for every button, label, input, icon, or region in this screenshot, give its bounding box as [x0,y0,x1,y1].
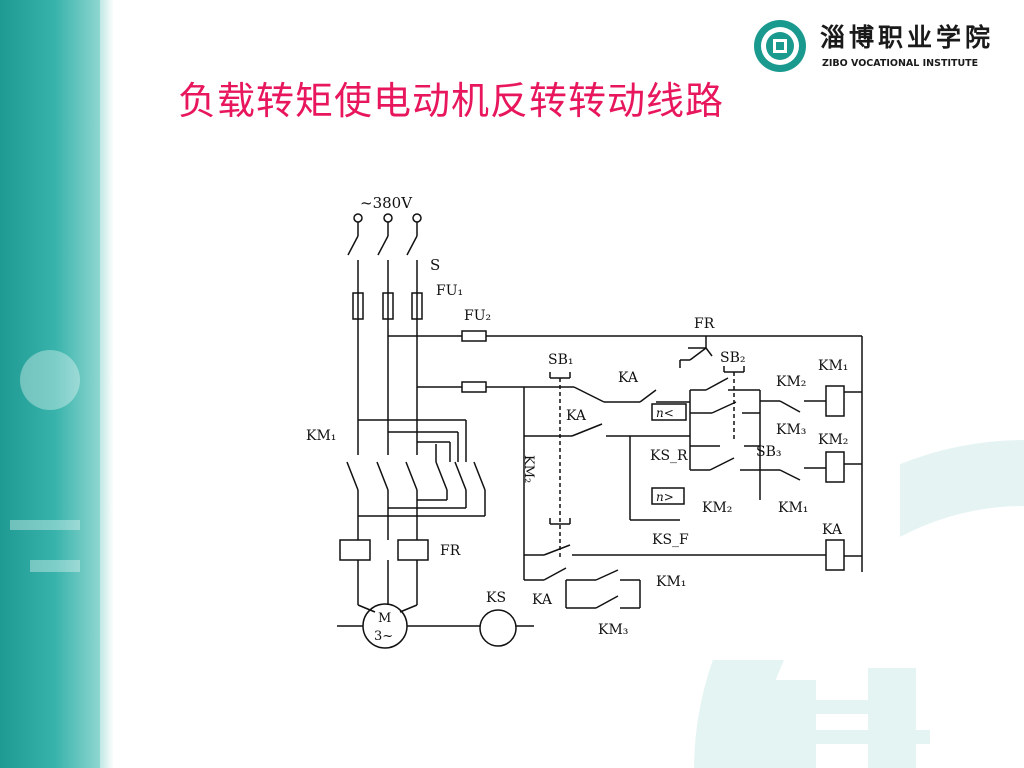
label-motor-3ph: 3~ [374,629,393,644]
label-km2-main: KM₂ [521,455,536,483]
label-ka-coil: KA [822,522,843,538]
school-emblem-icon [754,20,806,72]
label-km1-main: KM₁ [306,428,336,444]
label-supply: ~380V [360,194,413,212]
speed-lt-box [651,403,687,421]
label-km2-interlock: KM₂ [776,374,806,390]
circuit-svg: ~380V S FU₁ FU₂ FR SB₁ SB₂ KM₁ KA KM₂ KA… [306,194,863,649]
button-sb1 [524,372,640,560]
label-ks-f: KS_F [652,532,689,548]
slide-title: 负载转矩使电动机反转转动线路 [178,79,725,123]
circuit-diagram: ~380V S FU₁ FU₂ FR SB₁ SB₂ KM₁ KA KM₂ KA… [300,185,900,660]
fuse-fu2-a [461,330,487,342]
label-fr-top: FR [694,316,715,332]
label-km1-interlock: KM₁ [778,500,808,516]
switch-s [347,235,418,293]
label-fu2: FU₂ [464,308,491,324]
label-sb2: SB₂ [720,350,746,366]
left-band-fade [100,0,114,768]
speed-relay-ks-symbol [479,609,517,647]
coil-km2 [825,451,845,483]
label-km2-b: KM₂ [702,500,732,516]
main-contactors [346,419,486,540]
label-sb3: SB₃ [756,444,782,460]
speed-gt-box [651,487,685,505]
label-s: S [430,256,440,274]
coil-ka [825,539,845,571]
label-km3-a: KM₃ [776,422,806,438]
label-km1-c: KM₁ [656,574,686,590]
label-km1-coil: KM₁ [818,358,848,374]
fuse-fu2-b [461,381,487,393]
label-km3-b: KM₃ [598,622,628,638]
label-fr-main: FR [440,543,461,559]
school-name-cn: 淄博职业学院 [820,23,995,52]
label-ks-r: KS_R [650,448,688,464]
label-ka-bottom: KA [532,592,553,608]
fr-control-contact [679,336,863,572]
label-ka-contact2: KA [566,408,587,424]
label-km2-coil: KM₂ [818,432,848,448]
coil-km1 [825,385,845,417]
label-n-less: n< [656,406,674,420]
school-name-en: ZIBO VOCATIONAL INSTITUTE [822,58,979,69]
label-ka-contact: KA [618,370,639,386]
label-sb1: SB₁ [548,352,574,368]
label-motor-m: M [378,611,391,626]
school-logo: 淄博职业学院 ZIBO VOCATIONAL INSTITUTE [752,14,1004,78]
thermal-relay-main [339,539,429,613]
label-n-greater: n> [656,490,674,504]
left-decorative-band [0,0,100,768]
fuses-fu1 [352,292,423,320]
supply-terminals [353,213,422,236]
label-ks: KS [486,590,506,606]
label-fu1: FU₁ [436,283,463,299]
